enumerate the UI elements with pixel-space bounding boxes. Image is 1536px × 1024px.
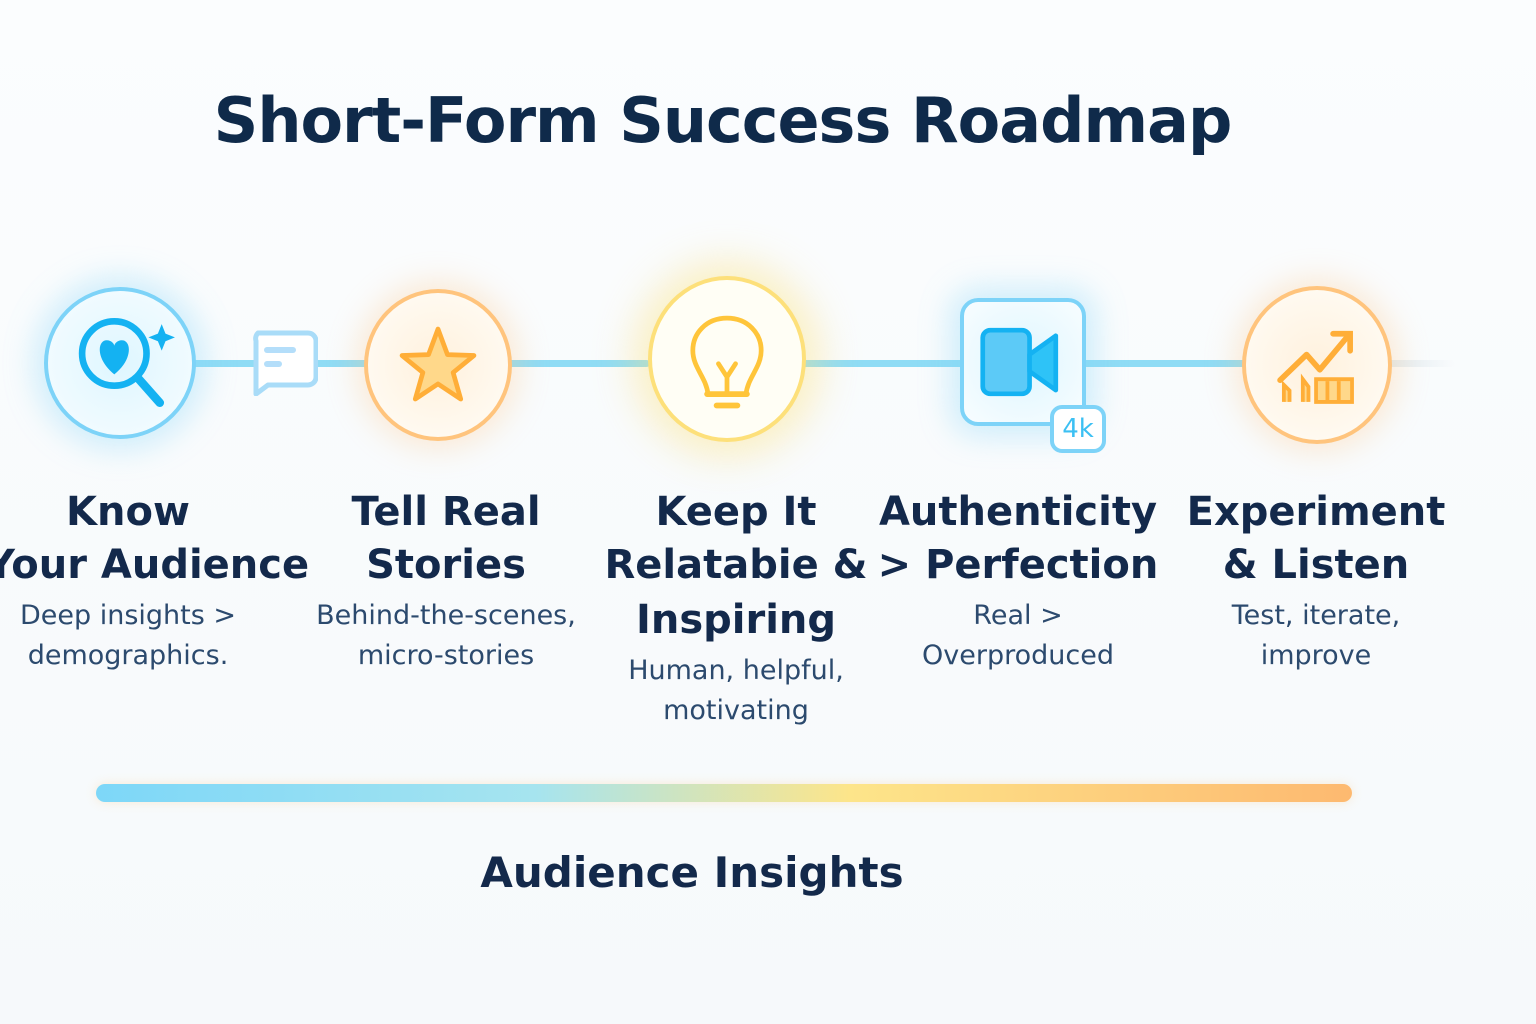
growth-chart-icon xyxy=(1277,330,1354,404)
magnifier-heart-icon xyxy=(78,318,175,408)
page-title: Short-Form Success Roadmap xyxy=(213,84,1233,157)
lightbulb-icon xyxy=(690,315,764,409)
footer-label: Audience Insights xyxy=(480,848,904,897)
step-description: Test, iterate,improve xyxy=(1231,600,1401,671)
4k-badge: 4k xyxy=(1050,405,1106,453)
step-5-node xyxy=(1242,286,1392,444)
step-title: Experiment& Listen xyxy=(1186,489,1446,588)
step-4-node xyxy=(960,298,1086,426)
step-description: Real >Overproduced xyxy=(922,600,1114,671)
step-title: Authenticity> Perfection xyxy=(877,489,1159,588)
step-description: Behind-the-scenes,micro-stories xyxy=(316,600,576,671)
connector-line xyxy=(1385,360,1455,367)
step-4: Authenticity> Perfection Real >Overprodu… xyxy=(858,486,1178,676)
step-5: Experiment& Listen Test, iterate,improve xyxy=(1156,486,1476,676)
step-description: Human, helpful,motivating xyxy=(628,655,844,726)
chat-bubble-icon xyxy=(253,330,318,396)
video-camera-icon xyxy=(980,327,1059,397)
step-3-node xyxy=(648,276,806,442)
step-1-node xyxy=(44,287,196,439)
gradient-progress-bar xyxy=(96,784,1352,802)
step-2-node xyxy=(364,289,512,441)
step-description: Deep insights >demographics. xyxy=(19,600,237,671)
star-icon xyxy=(399,326,477,402)
